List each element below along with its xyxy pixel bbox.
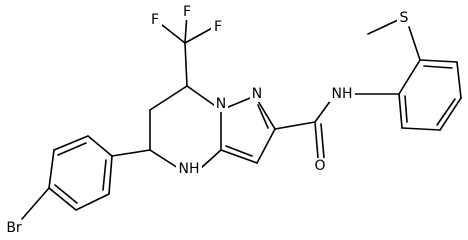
bond-ar2-s xyxy=(408,26,421,61)
bond-c7-c6 xyxy=(149,85,188,111)
bond-ar2-c2 xyxy=(419,59,458,63)
atom-label-f1: F xyxy=(151,12,159,28)
bond-ar1-c1 xyxy=(87,135,113,157)
atom-label-br: Br xyxy=(6,220,22,236)
atom-label-layer: F F F N N NH NH O S Br xyxy=(3,4,411,236)
atom-label-nh-amide: NH xyxy=(332,86,353,102)
bond-c5-nh xyxy=(149,149,179,169)
bond-ar1-br xyxy=(21,187,50,220)
bond-ar2-c4 xyxy=(439,97,462,131)
bond-ar1-c4-double xyxy=(54,184,78,204)
bond-ar2-c2-double xyxy=(423,65,453,69)
atom-label-n-ring: N xyxy=(216,96,226,112)
atom-label-n-pyrazole: N xyxy=(252,86,262,102)
atom-label-f3: F xyxy=(214,19,222,35)
bond-c2-camide xyxy=(274,121,316,130)
bond-ar1-c2-double xyxy=(57,142,87,156)
atom-label-f2: F xyxy=(183,4,191,20)
bond-s-methyl xyxy=(367,19,399,35)
bond-c2-c3 xyxy=(256,128,276,164)
bond-ar2-c1 xyxy=(398,59,421,95)
bond-camide-nh xyxy=(314,99,332,123)
bond-cf3-c7 xyxy=(184,42,188,87)
bond-ar1-c3 xyxy=(48,149,55,189)
bond-ar2-c3 xyxy=(456,61,462,99)
bond-n2-c2-double xyxy=(257,104,269,129)
bond-ar2-c6-double xyxy=(404,95,408,123)
bond-ar2-c4-double xyxy=(436,98,456,126)
bond-c5-ar1 xyxy=(111,149,151,157)
bond-ar2-c5 xyxy=(401,127,441,131)
bond-layer xyxy=(21,12,462,220)
bond-ar1-c6 xyxy=(108,155,113,195)
atom-label-nh-amine: NH xyxy=(179,161,200,177)
bond-ar1-c4 xyxy=(48,187,77,211)
bond-c-f3 xyxy=(184,26,215,44)
bond-nh-c3a xyxy=(200,149,222,169)
atom-label-s-thioether: S xyxy=(400,10,409,26)
bond-ar1-c2 xyxy=(53,135,89,151)
bond-ar1-c5 xyxy=(75,193,110,211)
bond-c3-c3a xyxy=(220,149,258,164)
bond-ar1-c6-double xyxy=(102,159,107,191)
bond-camide-o xyxy=(314,121,319,159)
bond-c3-c3a-double xyxy=(225,145,253,157)
atom-label-o-carbonyl: O xyxy=(314,158,325,174)
bond-ar2-c6 xyxy=(398,93,403,129)
bond-camide-o-double xyxy=(320,123,325,159)
